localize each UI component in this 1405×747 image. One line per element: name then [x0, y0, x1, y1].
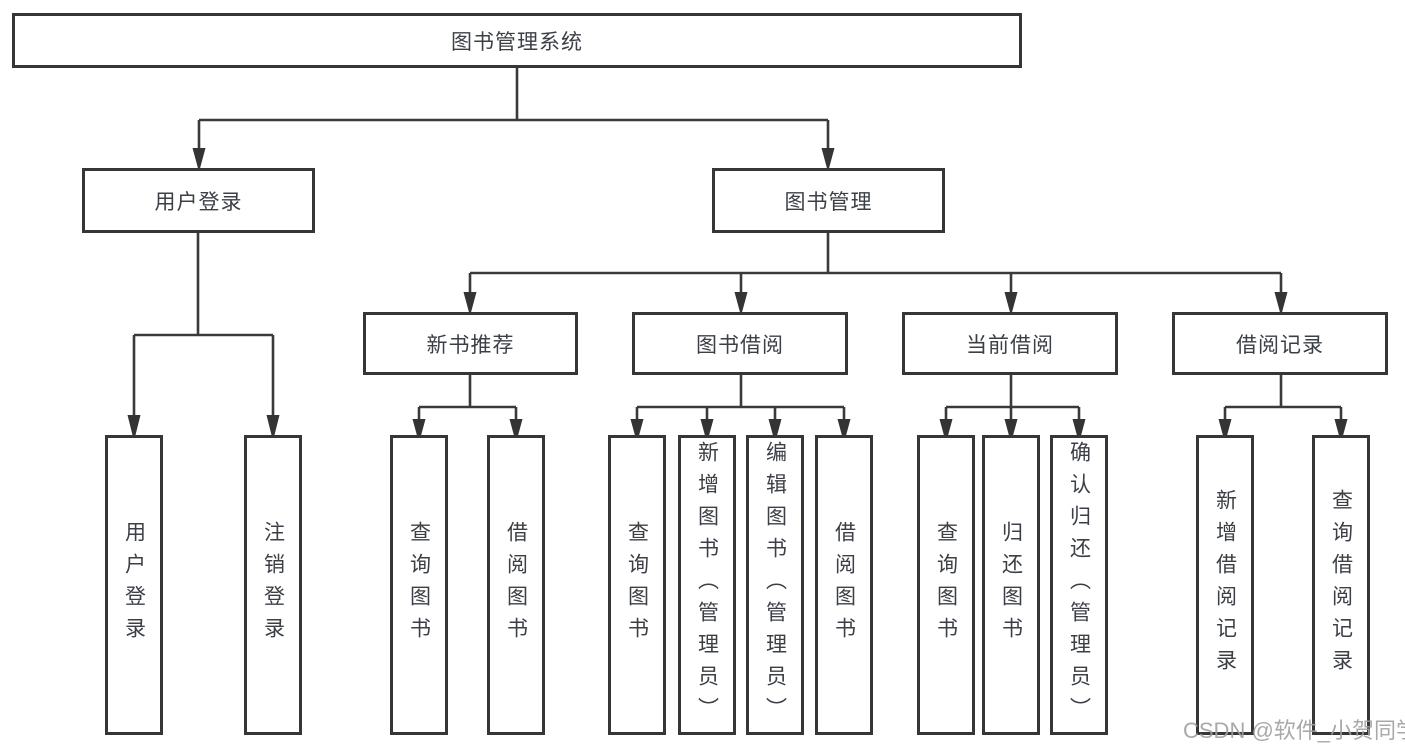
- arrowhead-icon: [1274, 292, 1288, 316]
- arrowhead-icon: [1072, 419, 1086, 443]
- node-book-management: 图书管理: [712, 168, 945, 233]
- node-borrow-records-label: 借阅记录: [1236, 333, 1324, 357]
- leaf-borrowing-query-books: 查询图书: [608, 435, 666, 735]
- leaf-current-query-books-label: 查询图书: [934, 521, 958, 649]
- leaf-add-books-admin-label: 新增图书（管理员）: [695, 441, 719, 729]
- leaf-add-borrow-record-label: 新增借阅记录: [1213, 489, 1237, 681]
- leaf-recommend-borrow-books: 借阅图书: [487, 435, 545, 735]
- leaf-recommend-borrow-books-label: 借阅图书: [504, 521, 528, 649]
- leaf-confirm-return-admin-label: 确认归还（管理员）: [1067, 441, 1091, 729]
- leaf-query-borrow-record: 查询借阅记录: [1312, 435, 1370, 735]
- node-current-borrowing: 当前借阅: [902, 312, 1118, 375]
- csdn-watermark: CSDN @软件_小贺同学: [1183, 718, 1405, 743]
- leaf-edit-books-admin-label: 编辑图书（管理员）: [763, 441, 787, 729]
- node-current-borrowing-label: 当前借阅: [966, 333, 1054, 357]
- arrowhead-icon: [127, 415, 141, 441]
- arrowhead-icon: [939, 419, 953, 443]
- leaf-return-books-label: 归还图书: [999, 521, 1023, 649]
- arrowhead-icon: [734, 292, 748, 316]
- leaf-recommend-query-books: 查询图书: [390, 435, 448, 735]
- arrowhead-icon: [266, 415, 280, 441]
- node-library-system-label: 图书管理系统: [451, 30, 583, 54]
- arrowhead-icon: [1334, 419, 1348, 443]
- leaf-user-login-label: 用户登录: [122, 521, 146, 649]
- node-book-borrowing-label: 图书借阅: [696, 333, 784, 357]
- leaf-user-login: 用户登录: [105, 435, 163, 735]
- leaf-recommend-query-books-label: 查询图书: [407, 521, 431, 649]
- arrowhead-icon: [412, 419, 426, 443]
- arrowhead-icon: [821, 148, 835, 172]
- leaf-borrow-books-label: 借阅图书: [832, 521, 856, 649]
- node-new-book-recommend-label: 新书推荐: [426, 333, 515, 357]
- arrowhead-icon: [1004, 419, 1018, 443]
- leaf-borrow-books: 借阅图书: [815, 435, 873, 735]
- arrowhead-icon: [1004, 292, 1018, 316]
- node-borrow-records: 借阅记录: [1172, 312, 1388, 375]
- leaf-logout: 注销登录: [244, 435, 302, 735]
- leaf-confirm-return-admin: 确认归还（管理员）: [1050, 435, 1108, 735]
- node-new-book-recommend: 新书推荐: [363, 312, 578, 375]
- leaf-add-borrow-record: 新增借阅记录: [1196, 435, 1254, 735]
- arrowhead-icon: [463, 292, 477, 316]
- arrowhead-icon: [192, 148, 206, 172]
- arrowhead-icon: [630, 419, 644, 443]
- node-book-management-label: 图书管理: [784, 190, 873, 214]
- leaf-query-borrow-record-label: 查询借阅记录: [1329, 489, 1353, 681]
- node-user-login: 用户登录: [82, 168, 315, 233]
- node-user-login-label: 用户登录: [154, 190, 243, 214]
- leaf-add-books-admin: 新增图书（管理员）: [678, 435, 736, 735]
- leaf-logout-label: 注销登录: [261, 521, 285, 649]
- leaf-return-books: 归还图书: [982, 435, 1040, 735]
- node-book-borrowing: 图书借阅: [632, 312, 848, 375]
- arrowhead-icon: [509, 419, 523, 443]
- node-library-system: 图书管理系统: [12, 13, 1022, 68]
- arrowhead-icon: [1218, 419, 1232, 443]
- leaf-current-query-books: 查询图书: [917, 435, 975, 735]
- arrowhead-icon: [768, 419, 782, 443]
- arrowhead-icon: [700, 419, 714, 443]
- leaf-edit-books-admin: 编辑图书（管理员）: [746, 435, 804, 735]
- leaf-borrowing-query-books-label: 查询图书: [625, 521, 649, 649]
- arrowhead-icon: [837, 419, 851, 443]
